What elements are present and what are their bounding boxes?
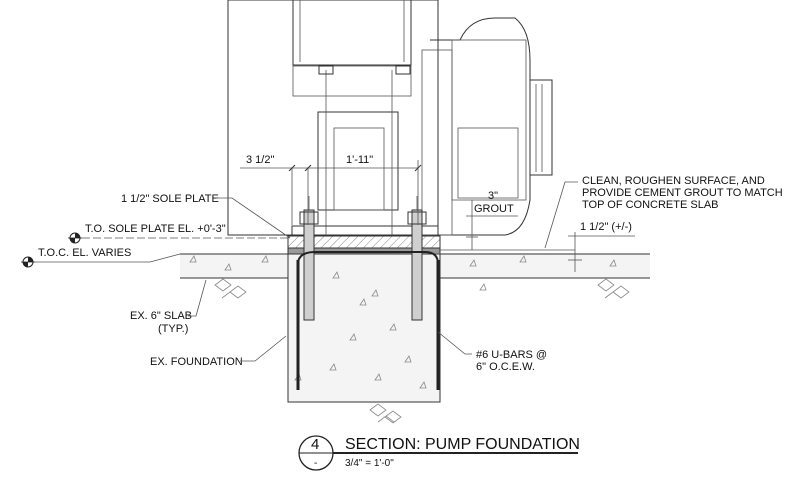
pump-assembly [227, 0, 553, 237]
grout-note-line-3: TOP OF CONCRETE SLAB [582, 199, 719, 211]
sheet-number: - [314, 458, 317, 469]
section-title: SECTION: PUMP FOUNDATION [345, 436, 580, 453]
soil-hatching [214, 278, 630, 424]
to-sole-plate-label: T.O. SOLE PLATE EL. +0'-3" [85, 223, 226, 235]
section-number: 4 [311, 436, 319, 453]
u-bars-note: #6 U-BARS @ 6" O.C.E.W. [437, 331, 547, 373]
dim-3-label: 3" [488, 190, 498, 202]
ex-foundation-label: EX. FOUNDATION [150, 356, 243, 368]
ex-slab-label-2: (TYP.) [158, 323, 188, 335]
section-scale: 3/4" = 1'-0" [345, 458, 394, 469]
to-sole-plate-note: T.O. SOLE PLATE EL. +0'-3" [68, 223, 290, 244]
sole-plate-note: 1 1/2" SOLE PLATE [121, 193, 291, 239]
dim-3-1-2-label: 3 1/2" [246, 154, 274, 166]
grout-note-line-1: CLEAN, ROUGHEN SURFACE, AND [582, 175, 765, 187]
section-title-block: 4 - SECTION: PUMP FOUNDATION 3/4" = 1'-0… [298, 435, 580, 471]
grout-note-line-2: PROVIDE CEMENT GROUT TO MATCH [582, 187, 783, 199]
u-bars-label-1: #6 U-BARS @ [476, 349, 547, 361]
dimension-1-1-2: 1 1/2" (+/-) [568, 221, 635, 272]
dimension-1-11: 1'-11" [310, 154, 422, 225]
ex-slab-note: EX. 6" SLAB (TYP.) [130, 279, 207, 335]
anchor-bolts [299, 196, 427, 321]
sole-plate-label: 1 1/2" SOLE PLATE [121, 193, 219, 205]
dimension-grout-3: 3" GROUT [466, 190, 518, 250]
grout-note: CLEAN, ROUGHEN SURFACE, AND PROVIDE CEME… [544, 175, 783, 249]
toc-el-label: T.O.C. EL. VARIES [38, 247, 131, 259]
ex-slab-label-1: EX. 6" SLAB [130, 310, 192, 322]
dim-1-1-2-label: 1 1/2" (+/-) [580, 221, 632, 233]
dim-1-11-label: 1'-11" [346, 154, 373, 166]
toc-elevation-note: T.O.C. EL. VARIES [21, 247, 181, 268]
grout-label: GROUT [474, 203, 514, 215]
u-bars [296, 251, 440, 390]
u-bars-label-2: 6" O.C.E.W. [476, 361, 535, 373]
dimension-3-1-2: 3 1/2" [240, 154, 312, 225]
ex-foundation-note: EX. FOUNDATION [150, 335, 287, 368]
